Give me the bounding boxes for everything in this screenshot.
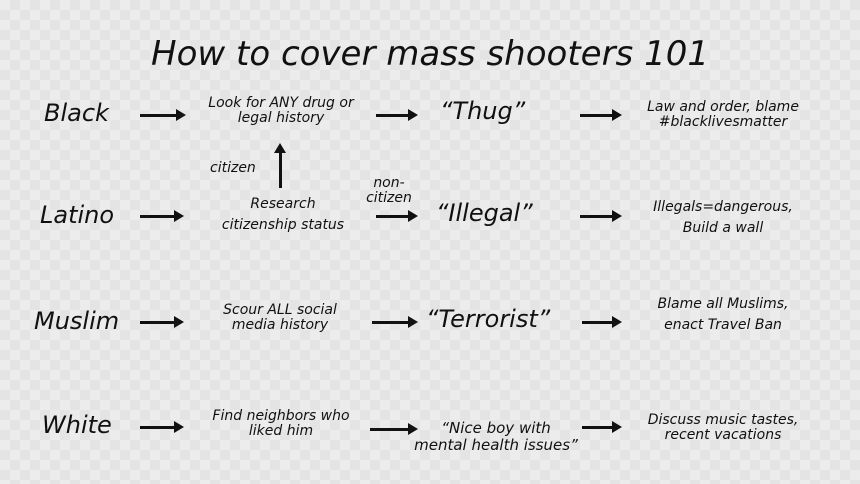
arrow-black-to-outcome bbox=[580, 109, 622, 121]
outcome-latino-line1: Illegals=dangerous, bbox=[653, 199, 793, 215]
arrow-latino-to-outcome bbox=[580, 210, 622, 222]
outcome-black: Law and order, blame #blacklivesmatter bbox=[630, 99, 816, 131]
arrow-black-to-step bbox=[140, 109, 186, 121]
step-muslim-line1: Scour ALL social bbox=[223, 302, 337, 318]
arrow-latino-to-label bbox=[376, 210, 418, 222]
label-thug: “Thug” bbox=[440, 97, 526, 125]
step-muslim: Scour ALL social media history bbox=[194, 302, 366, 334]
outcome-latino-line2: Build a wall bbox=[682, 220, 764, 237]
outcome-white: Discuss music tastes, recent vacations bbox=[630, 412, 816, 444]
outcome-muslim-line2: enact Travel Ban bbox=[664, 317, 782, 334]
step-latino-line2: citizenship status bbox=[221, 217, 345, 234]
outcome-muslim-line1: Blame all Muslims, bbox=[657, 296, 789, 312]
arrow-white-to-step bbox=[140, 421, 184, 433]
arrow-muslim-to-outcome bbox=[582, 316, 622, 328]
arrow-citizen-up bbox=[274, 143, 286, 188]
branch-citizen: citizen bbox=[210, 160, 256, 176]
label-terrorist: “Terrorist” bbox=[426, 305, 551, 333]
outcome-black-line2: #blacklivesmatter bbox=[658, 114, 788, 131]
step-white-line1: Find neighbors who bbox=[212, 408, 350, 424]
group-white: White bbox=[42, 411, 112, 439]
arrow-muslim-to-label bbox=[372, 316, 418, 328]
arrow-white-to-outcome bbox=[582, 421, 622, 433]
step-black-line2: legal history bbox=[237, 110, 325, 127]
outcome-latino: Illegals=dangerous, Build a wall bbox=[630, 199, 816, 237]
step-muslim-line2: media history bbox=[231, 317, 329, 334]
label-nice-boy: “Nice boy with mental health issues” bbox=[398, 420, 594, 453]
group-black: Black bbox=[44, 99, 109, 127]
step-black: Look for ANY drug or legal history bbox=[188, 95, 374, 127]
page-title: How to cover mass shooters 101 bbox=[151, 34, 709, 74]
arrow-white-to-label bbox=[370, 423, 418, 435]
arrow-latino-to-step bbox=[140, 210, 184, 222]
outcome-white-line2: recent vacations bbox=[664, 427, 782, 444]
outcome-white-line1: Discuss music tastes, bbox=[647, 412, 799, 428]
branch-noncitizen: non- citizen bbox=[356, 175, 422, 207]
arrow-muslim-to-step bbox=[140, 316, 184, 328]
step-white: Find neighbors who liked him bbox=[188, 408, 374, 440]
step-white-line2: liked him bbox=[248, 423, 314, 440]
arrow-black-to-label bbox=[376, 109, 418, 121]
label-nice-boy-line2: mental health issues” bbox=[414, 435, 578, 454]
outcome-muslim: Blame all Muslims, enact Travel Ban bbox=[630, 296, 816, 334]
branch-noncitizen-line2: citizen bbox=[366, 190, 412, 207]
branch-noncitizen-line1: non- bbox=[373, 175, 405, 191]
label-nice-boy-line1: “Nice boy with bbox=[441, 419, 551, 437]
label-illegal: “Illegal” bbox=[436, 199, 533, 227]
group-muslim: Muslim bbox=[34, 307, 120, 335]
step-latino-line1: Research bbox=[250, 196, 316, 212]
group-latino: Latino bbox=[40, 201, 115, 229]
step-latino: Research citizenship status bbox=[198, 196, 368, 234]
step-black-line1: Look for ANY drug or bbox=[208, 95, 354, 111]
outcome-black-line1: Law and order, blame bbox=[647, 99, 799, 115]
